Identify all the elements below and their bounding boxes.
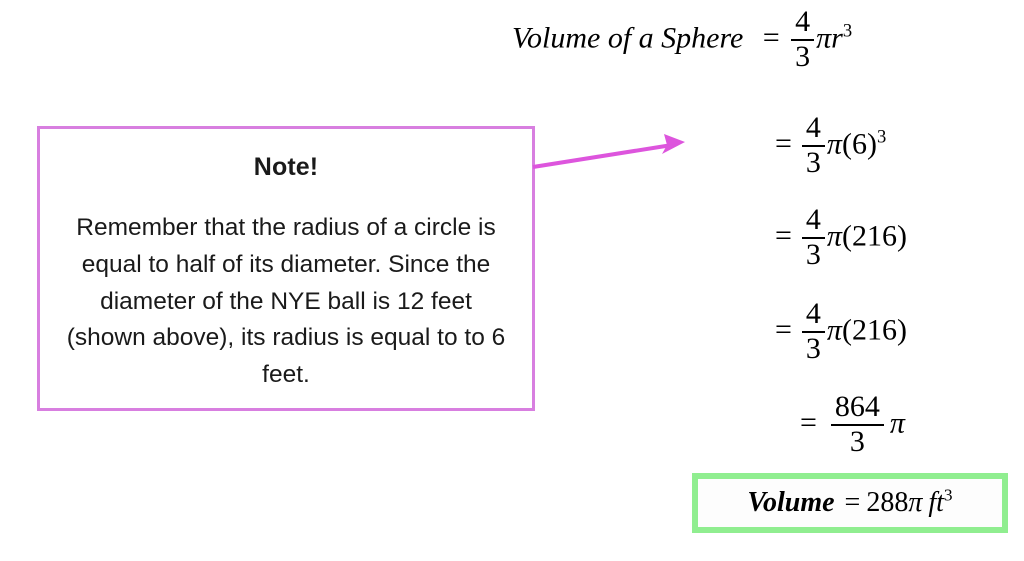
title-formula-numerator: 4 [795,5,811,39]
step-4-numerator: 864 [834,390,880,424]
step-1-open-paren: ( [841,127,852,161]
fraction-bar [801,237,825,239]
step-1-equals: = [775,127,792,161]
answer-equals: = [844,487,861,518]
note-title: Note! [253,153,319,181]
step-2-value: 216 [851,219,897,253]
fraction-bar [801,331,825,333]
step-4-denominator: 3 [849,425,865,458]
answer-coefficient: 288 [866,487,909,518]
title-formula-equals: = [760,21,782,55]
note-callout-box: Note! Remember that the radius of a circ… [37,126,535,411]
title-formula-label: Volume of a Sphere [512,21,744,55]
arrow-head [662,134,685,154]
step-1-denominator: 3 [805,146,821,179]
step-1-value: 6 [851,127,867,161]
fraction-bar [791,39,815,41]
fraction-bar [830,424,884,426]
fraction-bar [801,145,825,147]
step-3-value: 216 [851,313,897,347]
step-4-pi: π [889,406,905,440]
step-3-equals: = [775,313,792,347]
note-body-text: Remember that the radius of a circle is … [66,214,506,388]
step-2-close-paren: ) [896,219,907,253]
step-2-numerator: 4 [805,203,821,237]
step-2-open-paren: ( [841,219,852,253]
step-2-pi: π [826,219,842,253]
step-3-denominator: 3 [805,332,821,365]
answer-label: Volume [747,487,835,518]
note-pointer-arrow [532,134,685,169]
arrow-shaft [532,143,673,169]
title-formula-exponent: 3 [842,20,853,42]
title-formula-variable: r [831,21,843,55]
title-formula-denominator: 3 [795,40,811,73]
step-3-pi: π [826,313,842,347]
step-1-pi: π [826,127,842,161]
step-1-close-paren: ) [866,127,877,161]
step-3-open-paren: ( [841,313,852,347]
step-3-close-paren: ) [896,313,907,347]
answer-pi: π [908,487,923,518]
answer-unit-exponent: 3 [943,485,953,505]
answer-unit: ft [928,487,944,518]
step-1-exponent: 3 [876,126,887,148]
step-2-denominator: 3 [805,238,821,271]
step-3-numerator: 4 [805,297,821,331]
title-formula-pi: π [816,21,832,55]
step-2-equals: = [775,219,792,253]
step-1-numerator: 4 [805,111,821,145]
step-4-equals: = [800,406,817,440]
